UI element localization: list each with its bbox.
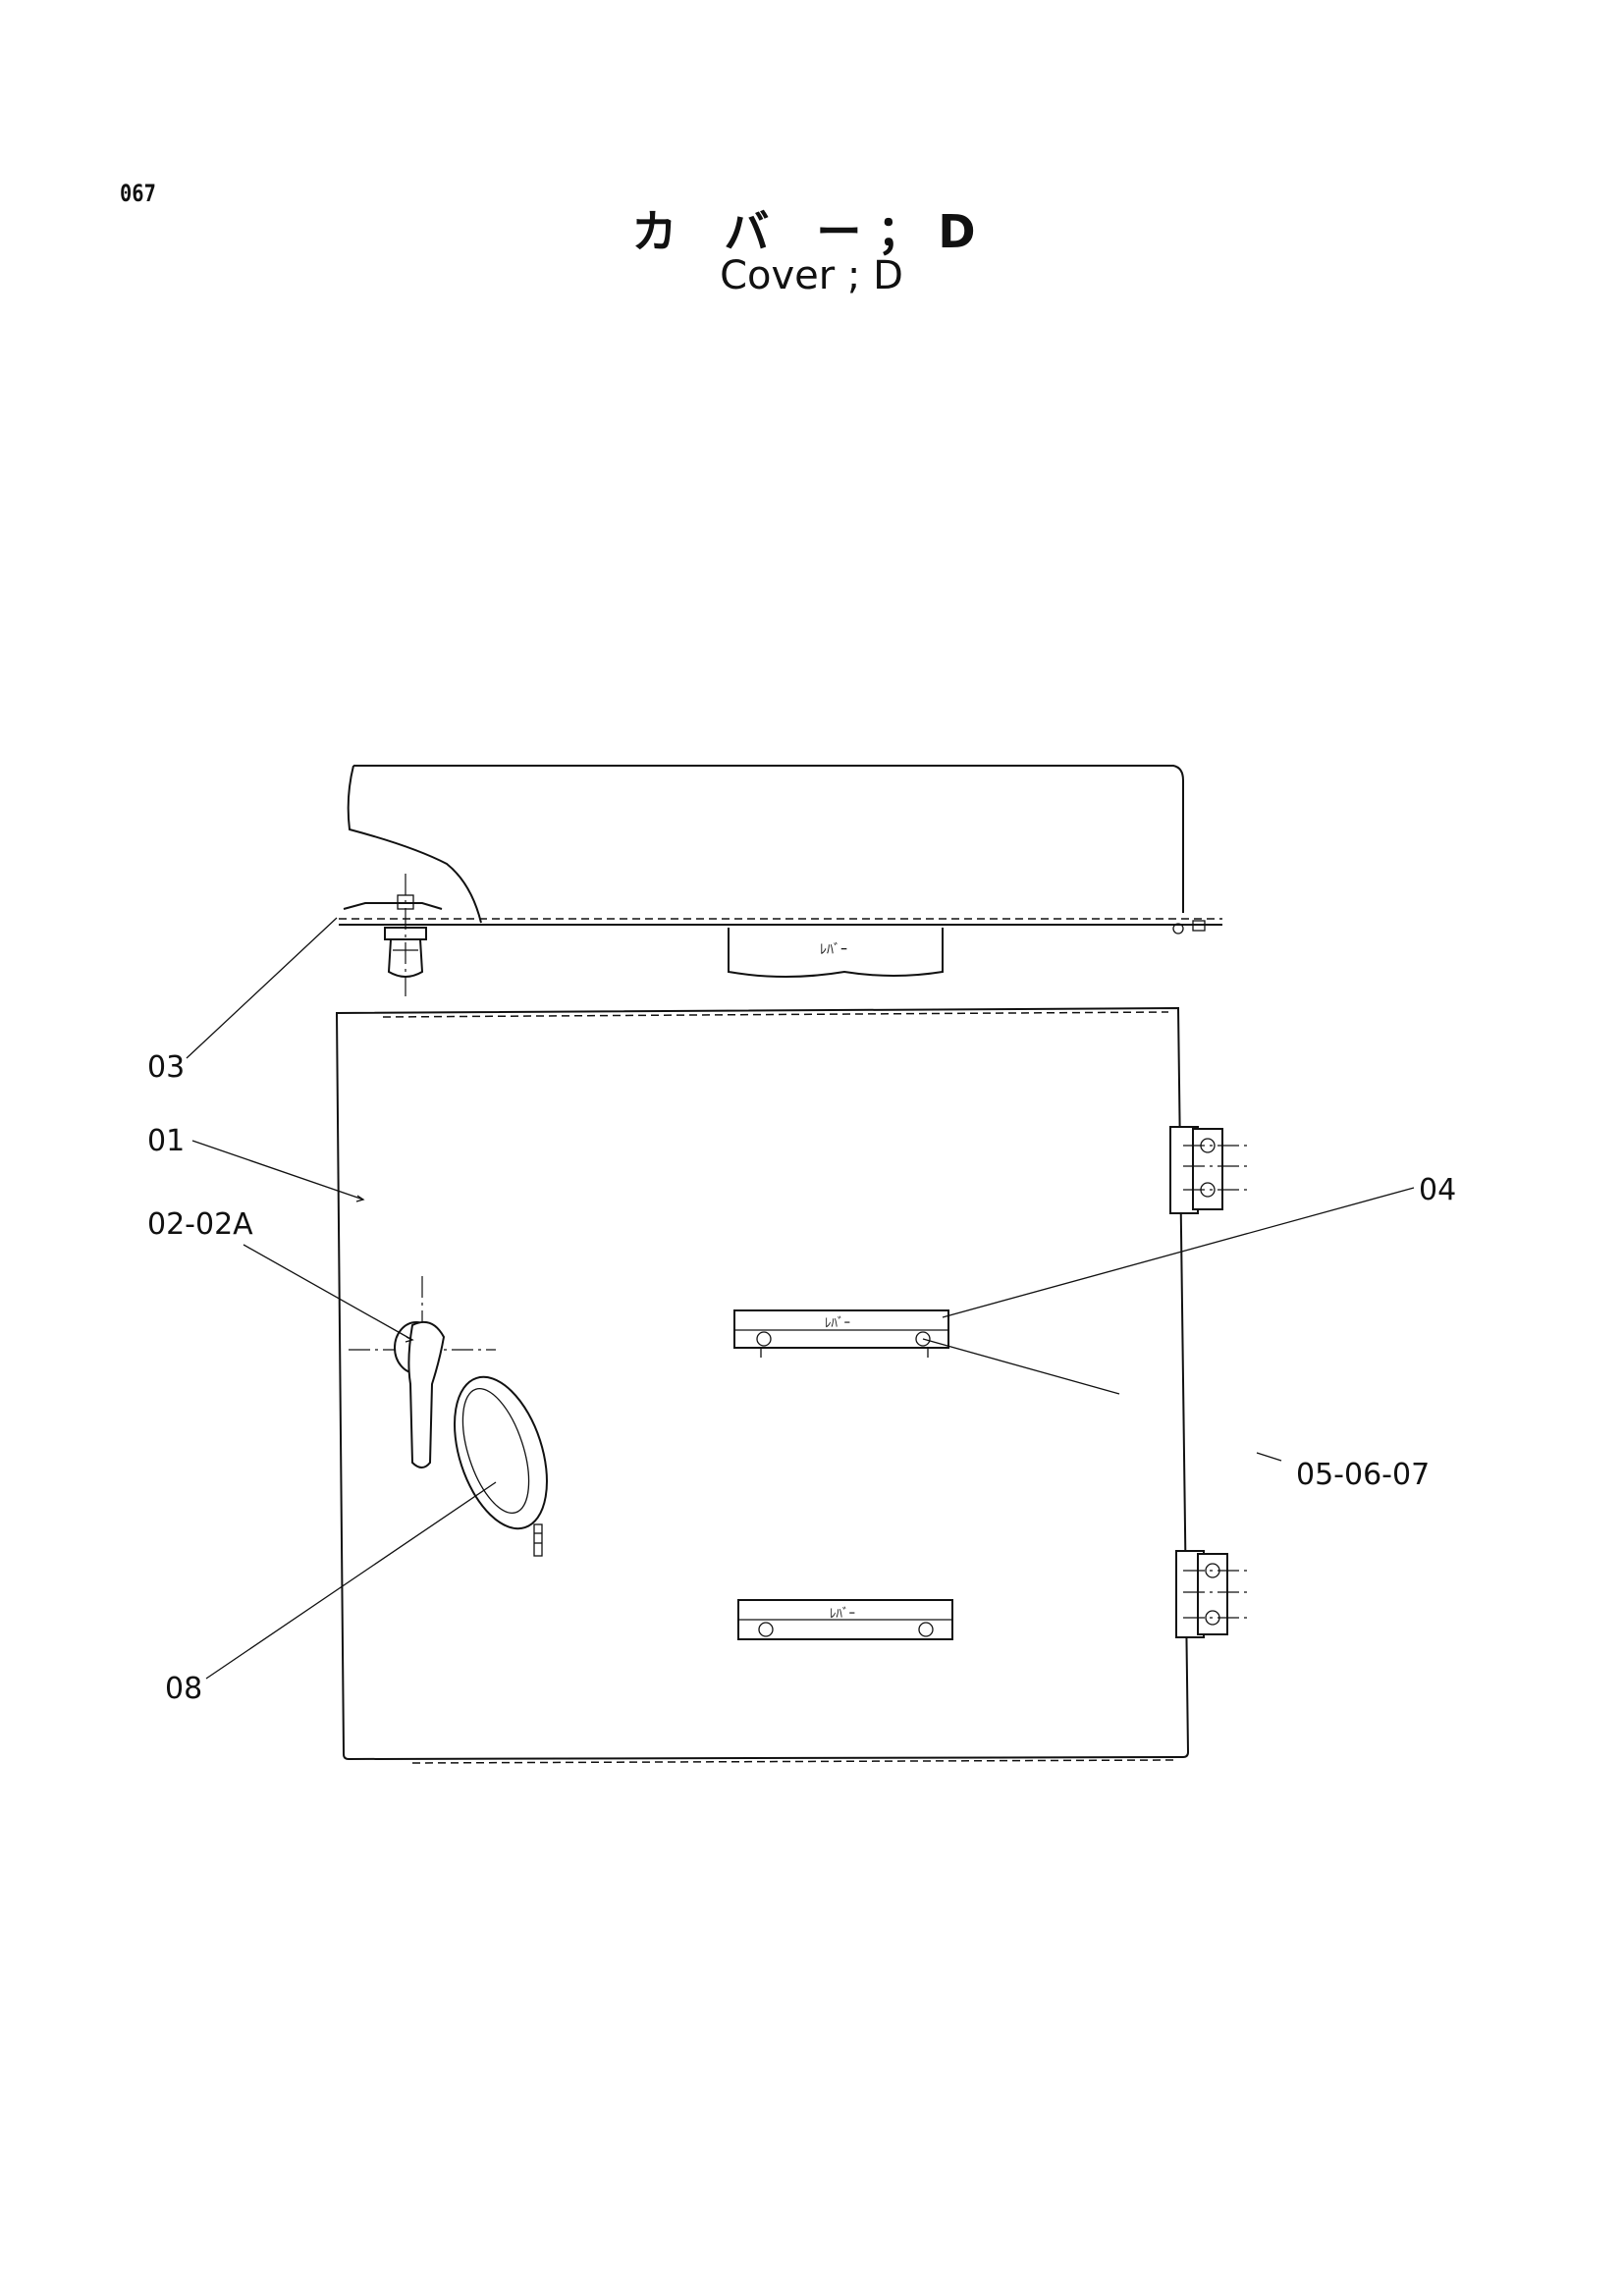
upper-bracket-marking: ﾚﾊﾞｰ <box>825 1316 850 1331</box>
door-panel <box>335 1006 1190 1764</box>
callout-08: 08 <box>165 1672 202 1706</box>
title-english: Cover ; D <box>720 253 903 298</box>
callout-03: 03 <box>147 1050 185 1085</box>
door-handle <box>349 1276 496 1468</box>
callout-01: 01 <box>147 1124 185 1158</box>
hinge-upper <box>1169 1126 1252 1214</box>
top-view: ﾚﾊﾞｰ <box>339 765 1222 996</box>
bracket-upper: ﾚﾊﾞｰ <box>733 1309 949 1358</box>
title-japanese: カ バ ー；D <box>631 205 992 258</box>
page-number: 067 <box>120 180 156 207</box>
callout-04: 04 <box>1419 1173 1456 1207</box>
bracket-lower: ﾚﾊﾞｰ <box>737 1599 953 1640</box>
callout-05-06-07: 05-06-07 <box>1296 1458 1430 1492</box>
leader-lines <box>186 917 1415 1680</box>
callout-02-02a: 02-02A <box>147 1207 253 1242</box>
hinge-lower <box>1175 1550 1252 1638</box>
top-block-marking: ﾚﾊﾞｰ <box>820 942 847 958</box>
lower-bracket-marking: ﾚﾊﾞｰ <box>830 1607 855 1622</box>
oval-plate <box>454 1375 548 1557</box>
